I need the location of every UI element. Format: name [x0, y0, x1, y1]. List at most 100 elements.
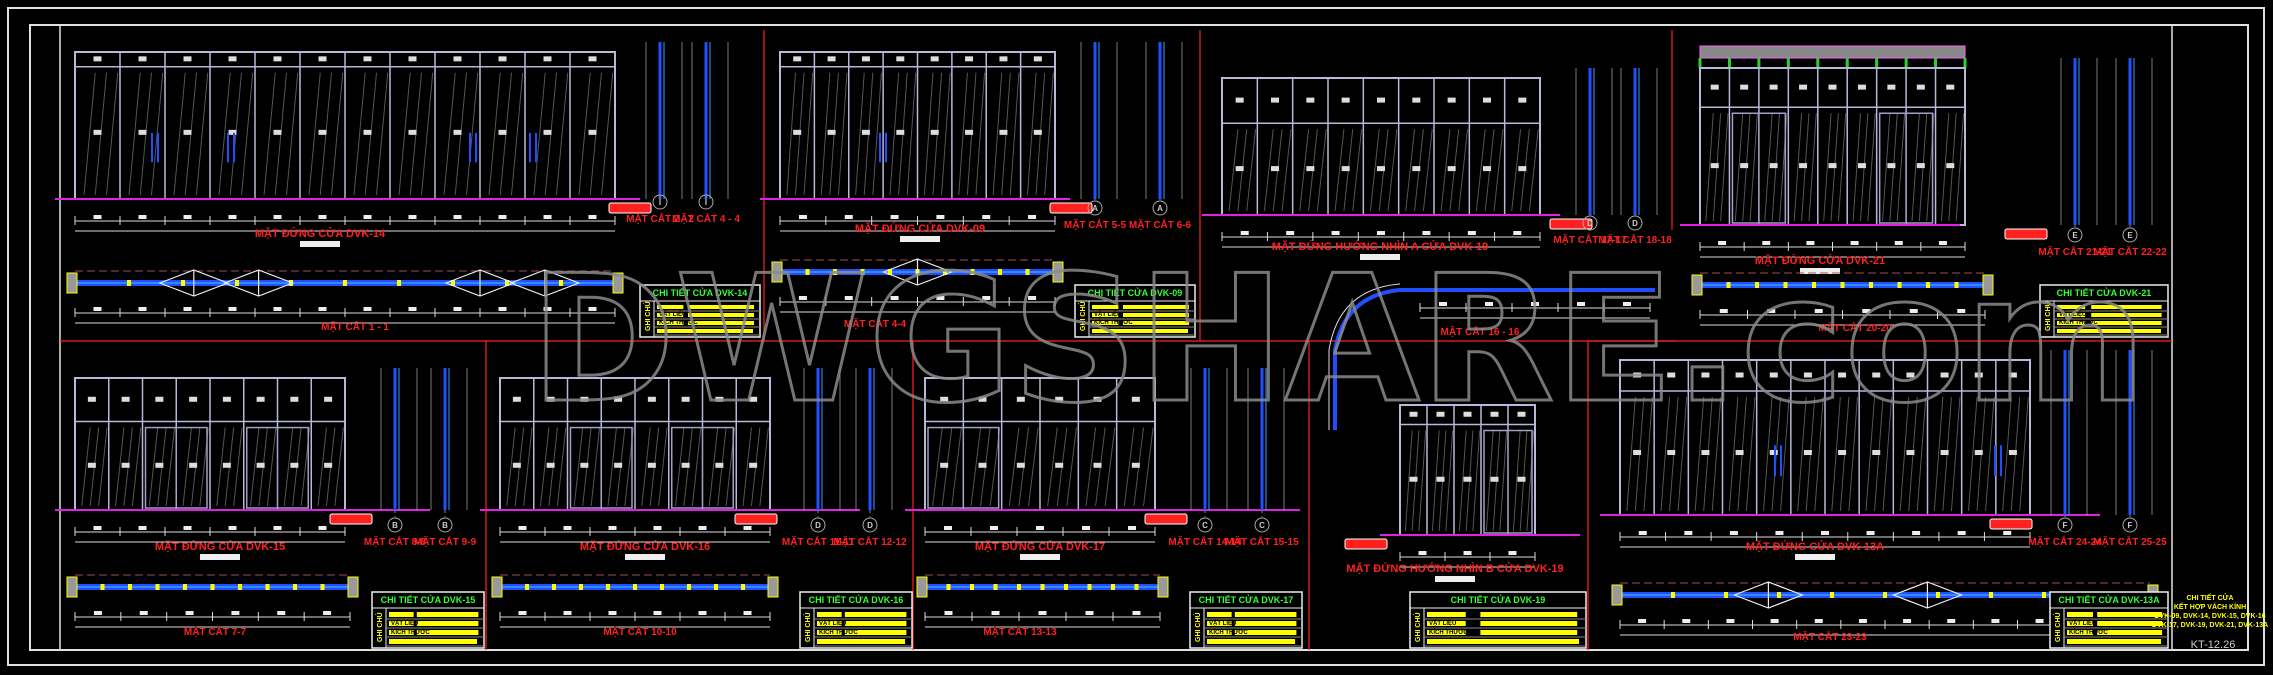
detail-row-label: VẬT LIỆU	[391, 619, 418, 627]
section-tag-marker	[2122, 227, 2138, 243]
section-cut: E	[2115, 58, 2153, 243]
scale-note	[900, 236, 940, 242]
detail-side-label: GHI CHÚ	[803, 612, 812, 642]
detail-table-title: CHI TIẾT CỬA DVK-09	[1088, 287, 1183, 298]
dimension-line	[924, 611, 1161, 628]
plan-section	[771, 258, 1064, 286]
section-label: MẶT CẮT 8-8	[364, 535, 427, 548]
elevation-title: MẶT ĐỨNG CỬA DVK-16	[580, 540, 710, 553]
section-cut: D	[803, 368, 841, 533]
sheet-number: KT-12.26	[2191, 639, 2236, 651]
detail-row-label: KÍCH THƯỚC	[659, 318, 698, 326]
section-cut: A	[1145, 42, 1183, 216]
detail-table-title: CHI TIẾT CỬA DVK-21	[2057, 287, 2152, 298]
dimension-line	[1699, 309, 1986, 326]
scale-note	[1795, 554, 1835, 560]
level-tag	[734, 513, 778, 525]
section-label: MẶT CẮT 9-9	[414, 535, 477, 548]
scale-note	[1360, 254, 1400, 260]
dimension-line	[1221, 231, 1541, 248]
section-label: MẶT CẮT 14-14	[1168, 535, 1242, 548]
plan-section	[916, 574, 1169, 598]
section-tag-marker	[1254, 517, 1270, 533]
plan-section	[66, 269, 624, 297]
section-tag: E	[2072, 231, 2078, 240]
detail-side-label: GHI CHÚ	[2043, 301, 2052, 331]
title-block-line: DVK-17, DVK-19, DVK-21, DVK-13A	[2152, 622, 2268, 629]
detail-side-label: GHI CHÚ	[2053, 612, 2062, 642]
plan-section-title: MẶT CẮT 13-13	[983, 625, 1057, 638]
level-tag	[1344, 538, 1388, 550]
section-tag-marker	[862, 517, 878, 533]
section-tag-marker	[2122, 517, 2138, 533]
section-label: MẶT CẮT 15-15	[1225, 535, 1299, 548]
dimension-line	[779, 296, 1056, 313]
detail-side-label: GHI CHÚ	[643, 301, 652, 331]
elevation-view	[55, 377, 430, 525]
elevation-view	[760, 51, 1093, 214]
elevation-view	[1344, 404, 1580, 550]
elevation-title: MẶT ĐỨNG CỬA DVK-17	[975, 540, 1105, 553]
dimension-line	[924, 526, 1156, 543]
inner-border	[29, 24, 2249, 651]
level-tag	[1049, 202, 1093, 214]
section-cut: D	[1575, 68, 1613, 231]
elevation-view	[55, 51, 652, 214]
watermark-logo: DWGSHARE.com	[530, 239, 2147, 442]
elevation-title: MẶT ĐỨNG CỬA DVK-21	[1755, 254, 1885, 267]
section-cut: I	[691, 42, 729, 210]
outer-border	[7, 7, 2265, 666]
plan-section-title: MẶT CẮT 1 - 1	[321, 320, 389, 333]
plan-section-title: MẶT CẮT 7-7	[184, 625, 247, 638]
title-block-line: KẾT HỢP VÁCH KÍNH	[2174, 601, 2246, 611]
level-tag	[2004, 228, 2048, 240]
title-block-line: DVK-09, DVK-14, DVK-15, DVK-16	[2154, 613, 2265, 620]
section-label: MẶT CẮT 12-12	[833, 535, 907, 548]
detail-row-label: KÍCH THƯỚC	[2059, 318, 2098, 326]
elevation-title: MẶT ĐỨNG CỬA DVK-13A	[1746, 540, 1884, 553]
scale-note	[1020, 554, 1060, 560]
door-swing	[1732, 581, 1805, 609]
dimension-line	[779, 215, 1056, 232]
section-tag-marker	[1152, 200, 1168, 216]
dimension-line	[499, 526, 771, 543]
plan-section	[1691, 272, 1994, 296]
section-tag: C	[1202, 521, 1208, 530]
detail-table-title: CHI TIẾT CỬA DVK-15	[381, 594, 476, 605]
plan-section	[491, 574, 779, 598]
section-label: MẶT CẮT 11-11	[782, 535, 855, 548]
detail-side-label: GHI CHÚ	[1413, 612, 1422, 642]
detail-row-label: VẬT LIỆU	[2059, 310, 2086, 318]
detail-row-label: KÍCH THƯỚC	[1209, 628, 1248, 636]
section-tag: F	[2063, 521, 2068, 530]
door-swing	[158, 269, 230, 297]
scale-note	[1435, 576, 1475, 582]
plan-section-title: MẶT CẮT 10-10	[603, 625, 677, 638]
section-label: MẶT CẮT 5-5	[1064, 218, 1127, 231]
door-swing	[509, 269, 581, 297]
section-cut: I	[645, 42, 683, 210]
level-tag	[1144, 513, 1188, 525]
section-label: MẶT CẮT 21-21	[2038, 245, 2112, 258]
scale-note	[300, 241, 340, 247]
section-cut: C	[1247, 368, 1285, 533]
section-tag-marker	[1197, 517, 1213, 533]
elevation-title: MẶT ĐỨNG CỬA DVK-14	[255, 227, 386, 240]
door-swing	[444, 269, 516, 297]
section-tag-marker	[387, 517, 403, 533]
elevation-title: MẶT ĐỨNG HƯỚNG NHÌN A CỬA DVK-19	[1272, 240, 1488, 253]
plan-section-title: MẶT CẮT 20-20	[1818, 321, 1892, 334]
section-tag: A	[1157, 204, 1163, 213]
section-label: MẶT CẮT 24-24	[2028, 535, 2102, 548]
section-cut: D	[855, 368, 893, 533]
elevation-view	[480, 377, 860, 525]
section-tag: E	[2127, 231, 2133, 240]
detail-table-title: CHI TIẾT CỬA DVK-19	[1451, 594, 1546, 605]
section-tag-marker	[2057, 517, 2073, 533]
